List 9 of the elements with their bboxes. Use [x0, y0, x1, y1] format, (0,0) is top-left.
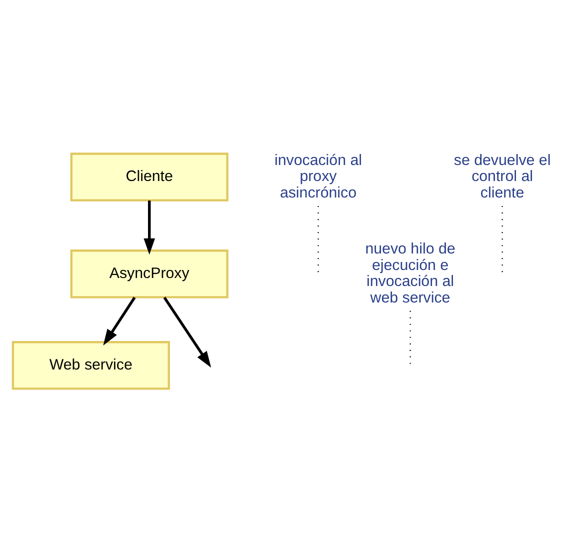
node-box: Cliente: [70, 152, 228, 201]
node-text: nuevo hilo de ejecución e invocación al web service: [365, 240, 456, 306]
arrow: [103, 296, 136, 346]
node-box: Web service: [12, 340, 170, 390]
arrow: [163, 296, 212, 368]
arrow: [144, 200, 156, 254]
node-box: AsyncProxy: [70, 249, 228, 298]
node-text: invocación al proxy asincrónico: [274, 151, 362, 201]
node-text: se devuelve el control al cliente: [454, 151, 551, 201]
